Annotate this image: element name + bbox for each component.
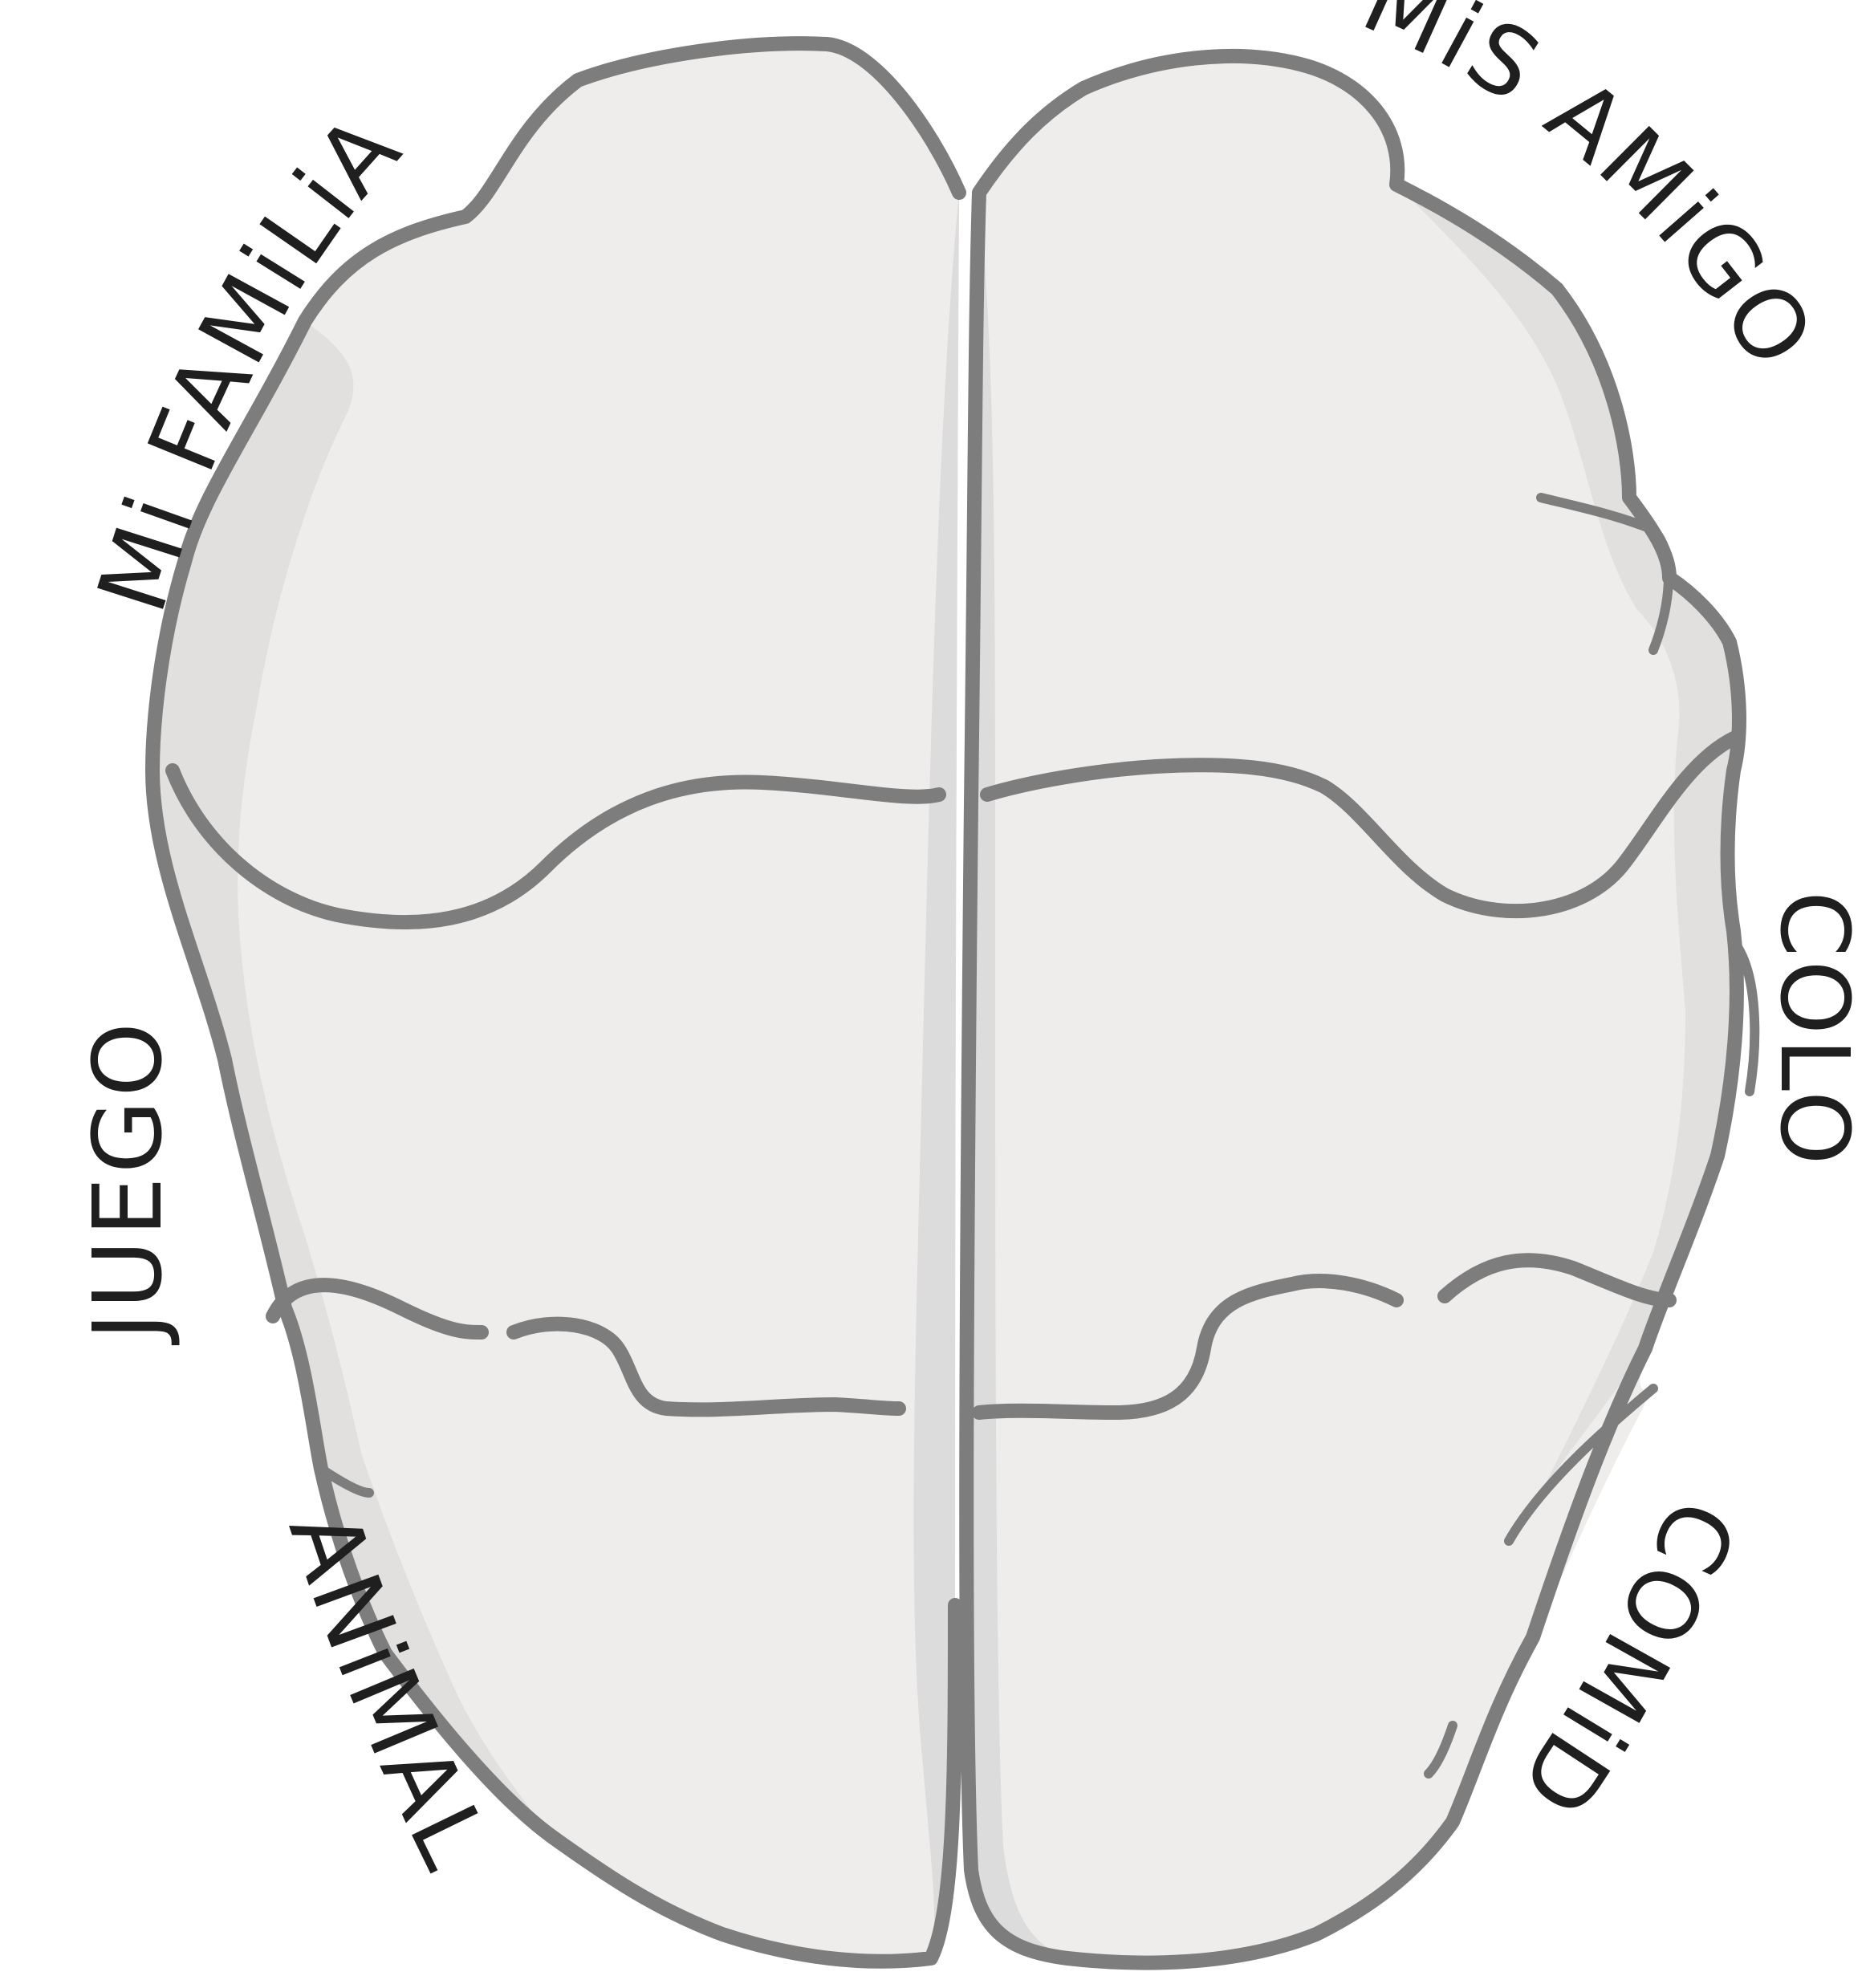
label-juego: JUEGO: [72, 1019, 183, 1346]
